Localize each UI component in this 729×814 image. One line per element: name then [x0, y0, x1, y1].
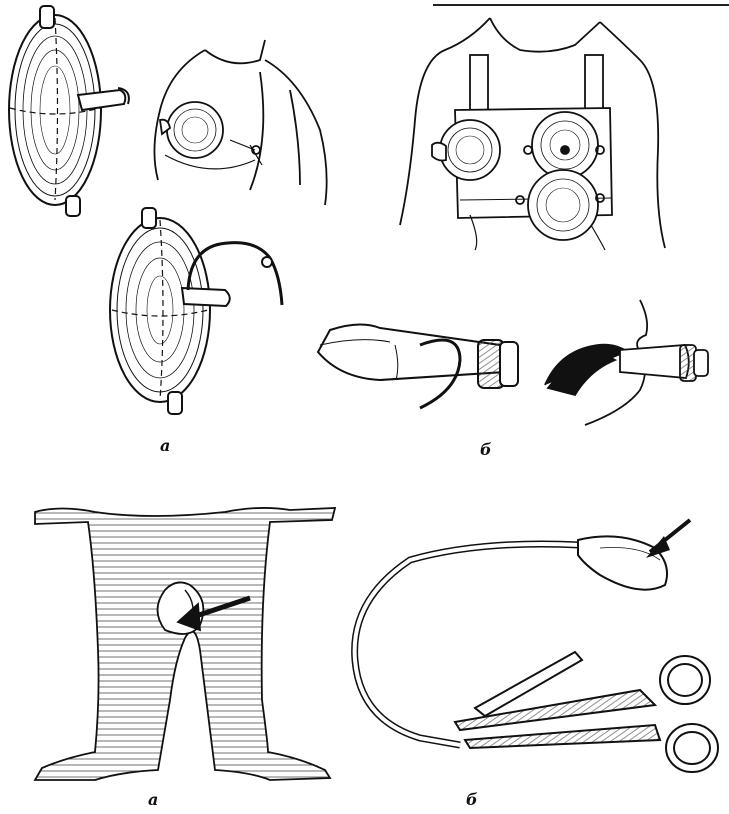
bottom-caption-left: а	[148, 790, 159, 809]
top-rule-line	[433, 4, 729, 6]
oral-suction-device	[544, 299, 709, 426]
chest-with-attached-cup	[153, 39, 328, 206]
top-caption-left: а	[160, 436, 171, 455]
urinal-cup-with-drain-tube	[109, 207, 284, 415]
harness-pants-with-opening	[33, 507, 337, 781]
urinal-cup-with-strap	[8, 5, 130, 217]
bulb-tube-with-clamp	[351, 518, 719, 773]
chest-harness-with-two-cups	[399, 17, 666, 251]
penile-sheath-with-tube	[316, 323, 519, 410]
top-caption-right: б	[480, 440, 492, 459]
bottom-caption-right: б	[466, 790, 478, 809]
